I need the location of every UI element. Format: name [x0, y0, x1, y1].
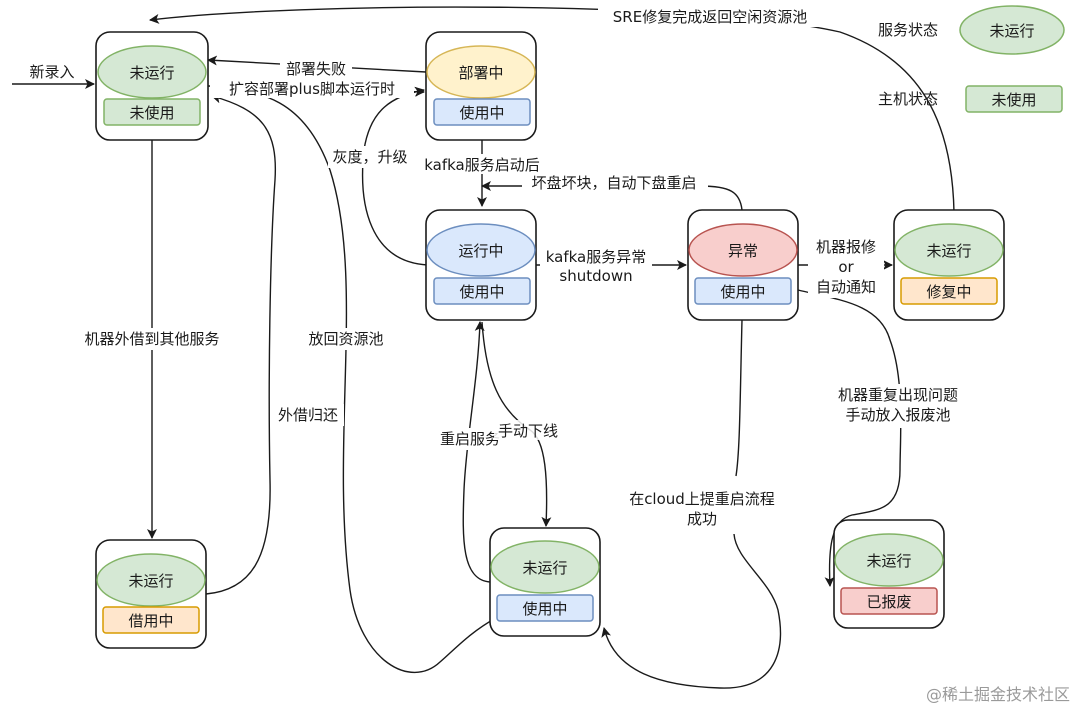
service-state-ellipse: [834, 533, 944, 587]
label-lend-out: 机器外借到其他服务: [84, 330, 219, 348]
label-sre-repair: SRE修复完成返回空闲资源池: [613, 8, 807, 26]
service-state-ellipse: [426, 223, 536, 277]
label-repeat-issue-1: 机器重复出现问题: [838, 386, 958, 404]
node-n7: 未运行 使用中: [489, 527, 601, 637]
host-state-label: 使用中: [522, 600, 567, 618]
node-n2: 部署中 使用中: [425, 31, 537, 141]
edge-cloud-restart: [604, 319, 782, 689]
host-state-rect: [694, 277, 792, 305]
node-n8: 未运行 已报废: [833, 519, 945, 629]
service-state-ellipse: [96, 553, 206, 607]
host-state-rect: [496, 594, 594, 622]
watermark: @稀土掘金技术社区: [926, 685, 1070, 704]
node-n6: 未运行 借用中: [95, 539, 207, 649]
host-state-rect: [433, 98, 531, 126]
label-scale-deploy: 扩容部署plus脚本运行时: [229, 80, 395, 98]
service-state-label: 运行中: [458, 242, 503, 260]
edge-return-pool: [211, 84, 497, 673]
label-manual-offline: 手动下线: [498, 422, 558, 440]
label-report-3: 自动通知: [816, 278, 876, 296]
label-gray-upgrade: 灰度，升级: [332, 148, 407, 166]
host-state-label: 已报废: [866, 593, 911, 611]
node-n5: 未运行 修复中: [893, 209, 1005, 321]
legend-host-rect: [965, 85, 1063, 113]
node-n4: 异常 使用中: [687, 209, 799, 321]
service-state-label: 未运行: [129, 64, 174, 82]
legend-service-value: 未运行: [989, 22, 1034, 40]
host-state-label: 使用中: [459, 283, 504, 301]
legend-host-value: 未使用: [991, 91, 1036, 109]
service-state-ellipse: [894, 223, 1004, 277]
service-state-ellipse: [490, 540, 600, 594]
legend-host-label: 主机状态: [878, 90, 938, 108]
label-report-1: 机器报修: [816, 238, 876, 256]
host-state-label: 未使用: [129, 104, 174, 122]
service-state-label: 部署中: [458, 64, 503, 82]
label-return-pool: 放回资源池: [308, 330, 383, 348]
service-state-label: 未运行: [926, 242, 971, 260]
label-kafka-started: kafka服务启动后: [424, 156, 540, 174]
label-cloud-restart-2: 成功: [687, 510, 717, 528]
label-kafka-abnormal-1: kafka服务异常: [546, 248, 647, 266]
legend-service-ellipse: [959, 5, 1065, 55]
host-state-rect: [840, 587, 938, 615]
legend-service-label: 服务状态: [878, 21, 938, 39]
label-cloud-restart-1: 在cloud上提重启流程: [629, 490, 775, 508]
label-lend-return: 外借归还: [278, 406, 338, 424]
service-state-ellipse: [688, 223, 798, 277]
host-state-rect: [102, 606, 200, 634]
host-state-rect: [433, 277, 531, 305]
legend: 服务状态 未运行 主机状态 未使用: [878, 5, 1065, 113]
host-state-label: 使用中: [720, 283, 765, 301]
label-report-2: or: [838, 258, 854, 276]
edge-gray-upgrade: [361, 86, 429, 266]
label-new-entry: 新录入: [29, 63, 74, 81]
node-n1: 未运行 未使用: [95, 31, 209, 141]
label-deploy-fail: 部署失败: [286, 60, 346, 78]
label-bad-disk: 坏盘坏块，自动下盘重启: [531, 174, 696, 192]
label-repeat-issue-2: 手动放入报废池: [845, 406, 950, 424]
edge-labels: 新录入 SRE修复完成返回空闲资源池 部署失败 扩容部署plus脚本运行时 灰度…: [22, 5, 968, 532]
host-state-label: 使用中: [459, 104, 504, 122]
host-state-label: 借用中: [128, 612, 173, 630]
label-kafka-abnormal-2: shutdown: [559, 267, 632, 285]
service-state-label: 异常: [728, 242, 758, 260]
host-state-rect: [103, 98, 201, 126]
host-state-label: 修复中: [926, 283, 971, 301]
service-state-label: 未运行: [128, 572, 173, 590]
service-state-ellipse: [97, 45, 207, 99]
node-n3: 运行中 使用中: [425, 209, 537, 321]
service-state-label: 未运行: [866, 552, 911, 570]
edge-lend-return: [205, 93, 277, 595]
service-state-ellipse: [426, 45, 536, 99]
label-restart-service: 重启服务: [440, 430, 500, 448]
service-state-label: 未运行: [522, 559, 567, 577]
host-state-rect: [900, 277, 998, 305]
edge-restart-service: [462, 321, 491, 583]
